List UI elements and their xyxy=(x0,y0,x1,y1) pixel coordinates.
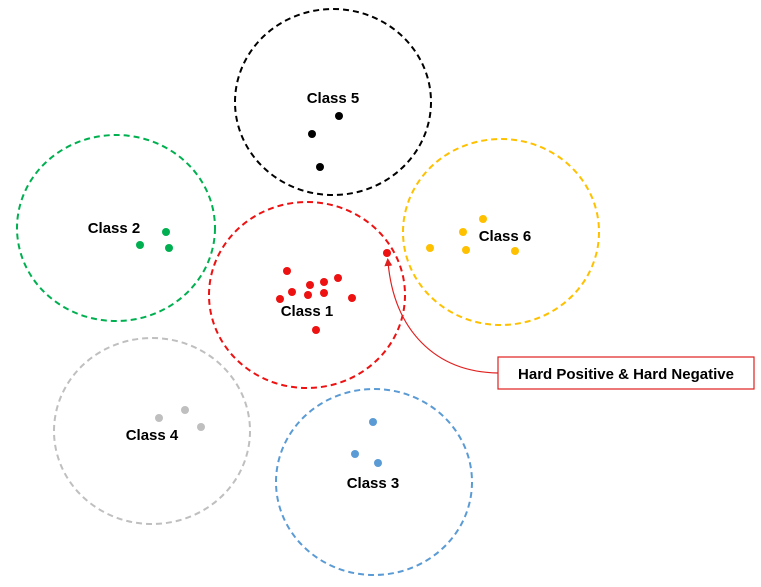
class-2-point xyxy=(162,228,170,236)
class-3-point xyxy=(374,459,382,467)
class-4-point xyxy=(197,423,205,431)
class-1-point xyxy=(288,288,296,296)
class-2-boundary xyxy=(16,134,216,322)
class-1-point xyxy=(283,267,291,275)
class-1-boundary xyxy=(208,201,406,389)
cluster-class-1: Class 1 xyxy=(208,201,406,389)
class-4-point xyxy=(181,406,189,414)
class-1-point xyxy=(276,295,284,303)
class-1-point xyxy=(334,274,342,282)
class-6-boundary xyxy=(402,138,600,326)
hard-example-annotation: Hard Positive & Hard Negative xyxy=(384,258,755,390)
annotation-label: Hard Positive & Hard Negative xyxy=(518,366,734,383)
class-2-point xyxy=(136,241,144,249)
class-4-label: Class 4 xyxy=(126,427,179,444)
class-6-point xyxy=(426,244,434,252)
class-3-point xyxy=(351,450,359,458)
class-5-point xyxy=(316,163,324,171)
class-1-point xyxy=(312,326,320,334)
class-1-point xyxy=(304,291,312,299)
hard-example-point xyxy=(383,249,391,257)
class-6-point xyxy=(462,246,470,254)
class-4-boundary xyxy=(53,337,251,525)
class-2-label: Class 2 xyxy=(88,220,141,237)
class-6-label: Class 6 xyxy=(479,228,532,245)
class-6-point xyxy=(511,247,519,255)
class-1-point xyxy=(306,281,314,289)
class-5-boundary xyxy=(234,8,432,196)
class-1-point xyxy=(348,294,356,302)
class-1-label: Class 1 xyxy=(281,303,334,320)
class-5-point xyxy=(335,112,343,120)
class-1-point xyxy=(320,289,328,297)
class-5-point xyxy=(308,130,316,138)
class-5-label: Class 5 xyxy=(307,90,360,107)
class-1-point xyxy=(320,278,328,286)
class-3-label: Class 3 xyxy=(347,475,400,492)
class-4-point xyxy=(155,414,163,422)
cluster-class-3: Class 3 xyxy=(275,388,473,576)
class-2-point xyxy=(165,244,173,252)
cluster-class-6: Class 6 xyxy=(402,138,600,326)
cluster-class-4: Class 4 xyxy=(53,337,251,525)
cluster-class-2: Class 2 xyxy=(16,134,216,322)
class-6-point xyxy=(479,215,487,223)
class-6-point xyxy=(459,228,467,236)
cluster-class-5: Class 5 xyxy=(234,8,432,196)
annotation-arrow xyxy=(384,258,499,374)
class-3-boundary xyxy=(275,388,473,576)
annotation-box xyxy=(497,356,755,390)
class-3-point xyxy=(369,418,377,426)
